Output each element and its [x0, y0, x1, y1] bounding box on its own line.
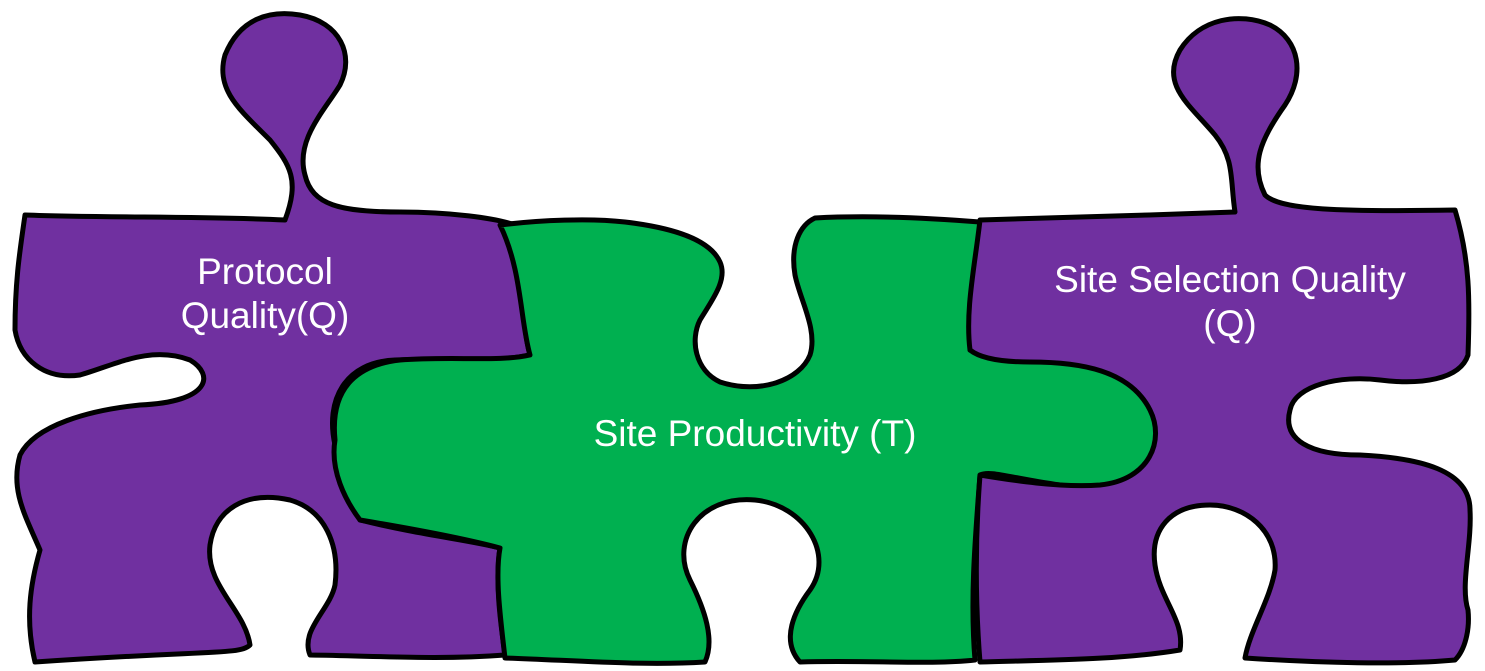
puzzle-piece-right [966, 16, 1473, 666]
label-line: Site Productivity (T) [593, 413, 917, 454]
protocol-quality-label: Protocol Quality(Q) [110, 250, 420, 339]
label-line: Site Selection Quality [1054, 259, 1406, 300]
site-productivity-label: Site Productivity (T) [520, 412, 990, 456]
puzzle-piece-center [331, 214, 1163, 666]
label-line: Protocol [197, 251, 333, 292]
site-selection-quality-label: Site Selection Quality (Q) [985, 258, 1475, 347]
label-line: (Q) [1203, 303, 1257, 345]
label-line: Quality(Q) [180, 295, 350, 337]
